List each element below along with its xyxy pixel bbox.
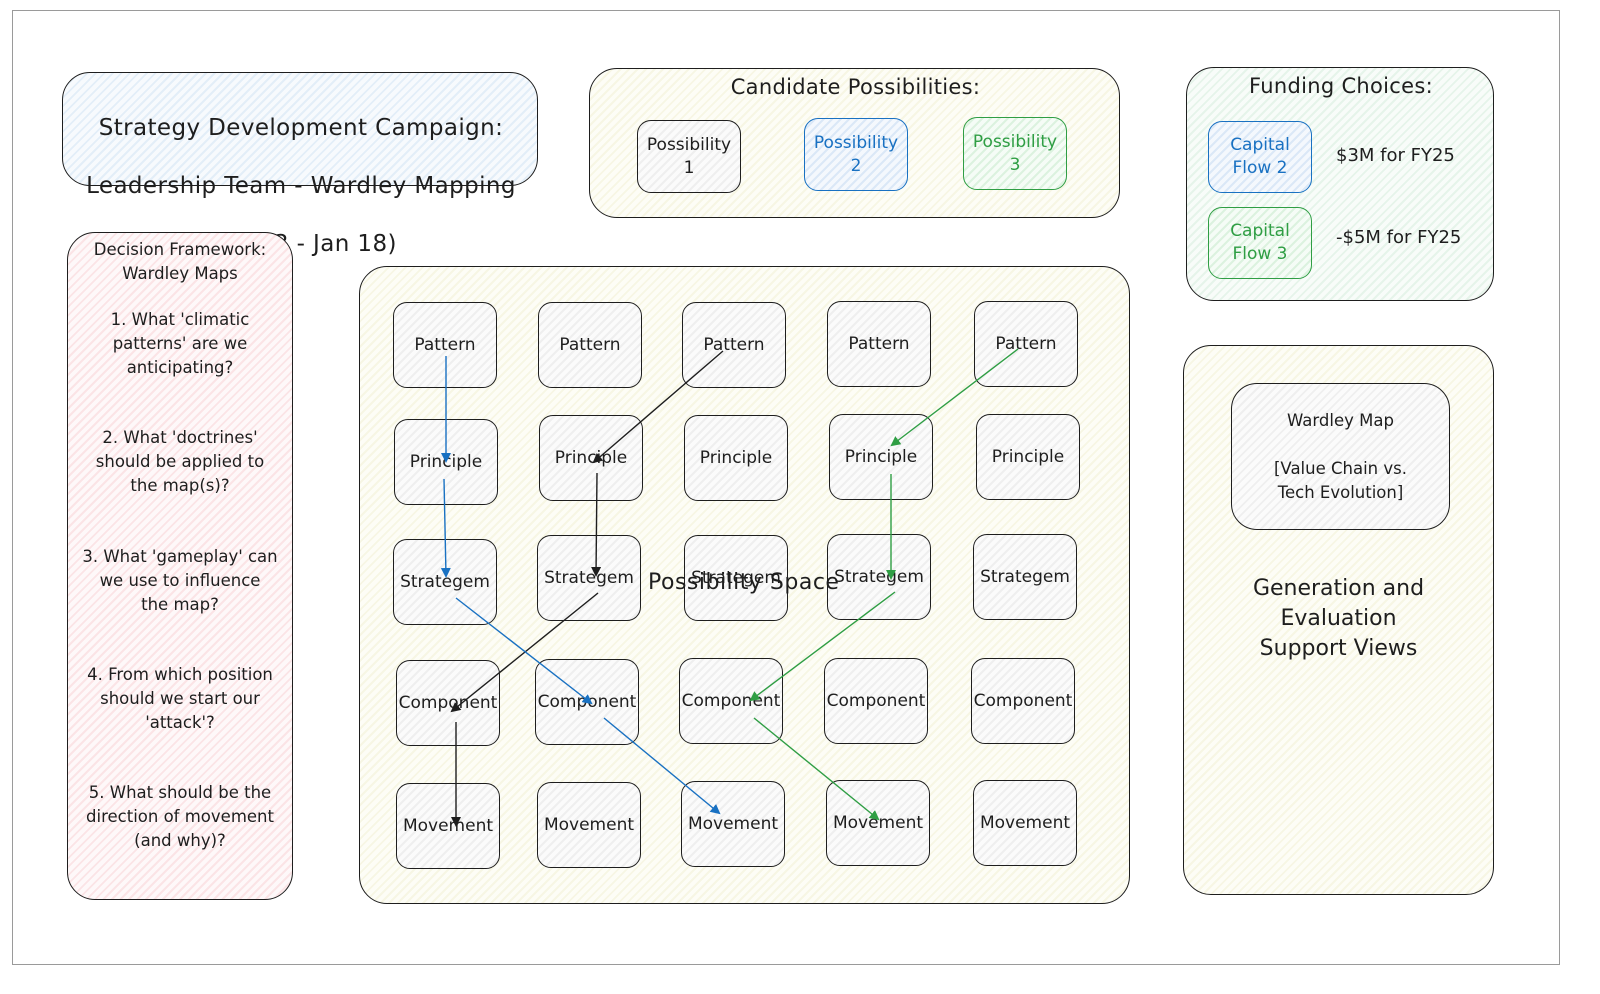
p3-arrow-3 <box>749 591 896 702</box>
possibility-3-path <box>749 348 1019 821</box>
p3-arrow-1 <box>890 348 1019 447</box>
node-movement-5[interactable]: Movement <box>973 780 1077 866</box>
p1-arrow-2 <box>591 472 602 577</box>
p1-arrow-1 <box>592 350 724 464</box>
node-strategem-2[interactable]: Strategem <box>537 535 641 621</box>
title-line-1: Strategy Development Campaign: <box>98 115 504 141</box>
node-principle-5[interactable]: Principle <box>976 414 1080 500</box>
decision-framework-panel[interactable] <box>67 232 293 900</box>
p2-arrow-3 <box>455 597 593 705</box>
framework-title: Decision Framework: Wardley Maps <box>93 240 267 283</box>
possibility-2-chip[interactable]: Possibility 2 <box>804 118 908 191</box>
framework-question-2: 2. What 'doctrines' should be applied to… <box>95 428 265 495</box>
node-principle-3[interactable]: Principle <box>684 415 788 501</box>
support-views-caption: Generation and Evaluation Support Views <box>1252 576 1425 661</box>
node-movement-1[interactable]: Movement <box>396 783 500 869</box>
campaign-title: Strategy Development Campaign: Leadershi… <box>63 85 539 288</box>
node-pattern-2[interactable]: Pattern <box>538 302 642 388</box>
node-pattern-3[interactable]: Pattern <box>682 302 786 388</box>
node-movement-4[interactable]: Movement <box>826 780 930 866</box>
node-principle-4[interactable]: Principle <box>829 414 933 500</box>
node-pattern-1[interactable]: Pattern <box>393 302 497 388</box>
funding-title: Funding Choices: <box>1249 74 1433 98</box>
node-principle-2[interactable]: Principle <box>539 415 643 501</box>
node-strategem-5[interactable]: Strategem <box>973 534 1077 620</box>
p2-arrow-4 <box>603 717 721 815</box>
framework-question-4: 4. From which position should we start o… <box>87 665 273 732</box>
framework-question-3: 3. What 'gameplay' can we use to influen… <box>82 547 278 614</box>
p3-arrow-4 <box>753 717 880 821</box>
wardley-map-box[interactable]: Wardley Map [Value Chain vs. Tech Evolut… <box>1231 383 1450 530</box>
node-pattern-5[interactable]: Pattern <box>974 301 1078 387</box>
node-movement-2[interactable]: Movement <box>537 782 641 868</box>
capital-flow-3-amount: -$5M for FY25 <box>1336 227 1462 248</box>
p2-arrow-2 <box>440 478 451 578</box>
possibility-2-path <box>440 356 721 815</box>
node-component-5[interactable]: Component <box>971 658 1075 744</box>
framework-question-5: 5. What should be the direction of movem… <box>86 783 274 850</box>
node-pattern-4[interactable]: Pattern <box>827 301 931 387</box>
capital-flow-3-chip[interactable]: Capital Flow 3 <box>1208 207 1312 279</box>
title-line-2: Leadership Team - Wardley Mapping <box>86 173 516 199</box>
possibility-1-chip[interactable]: Possibility 1 <box>637 120 741 193</box>
framework-question-1: 1. What 'climatic patterns' are we antic… <box>110 310 250 377</box>
node-component-4[interactable]: Component <box>824 658 928 744</box>
node-component-3[interactable]: Component <box>679 658 783 744</box>
campaign-title-panel[interactable]: Strategy Development Campaign: Leadershi… <box>62 72 538 257</box>
capital-flow-2-chip[interactable]: Capital Flow 2 <box>1208 121 1312 193</box>
possibility-3-chip[interactable]: Possibility 3 <box>963 117 1067 190</box>
possibility-space-label: Possibility Space <box>648 570 840 595</box>
candidates-title: Candidate Possibilities: <box>730 75 981 99</box>
node-strategem-4[interactable]: Strategem <box>827 534 931 620</box>
node-strategem-3[interactable]: Strategem <box>684 535 788 621</box>
canvas-frame <box>12 10 1560 965</box>
capital-flow-2-amount: $3M for FY25 <box>1336 145 1455 166</box>
node-component-1[interactable]: Component <box>396 660 500 746</box>
